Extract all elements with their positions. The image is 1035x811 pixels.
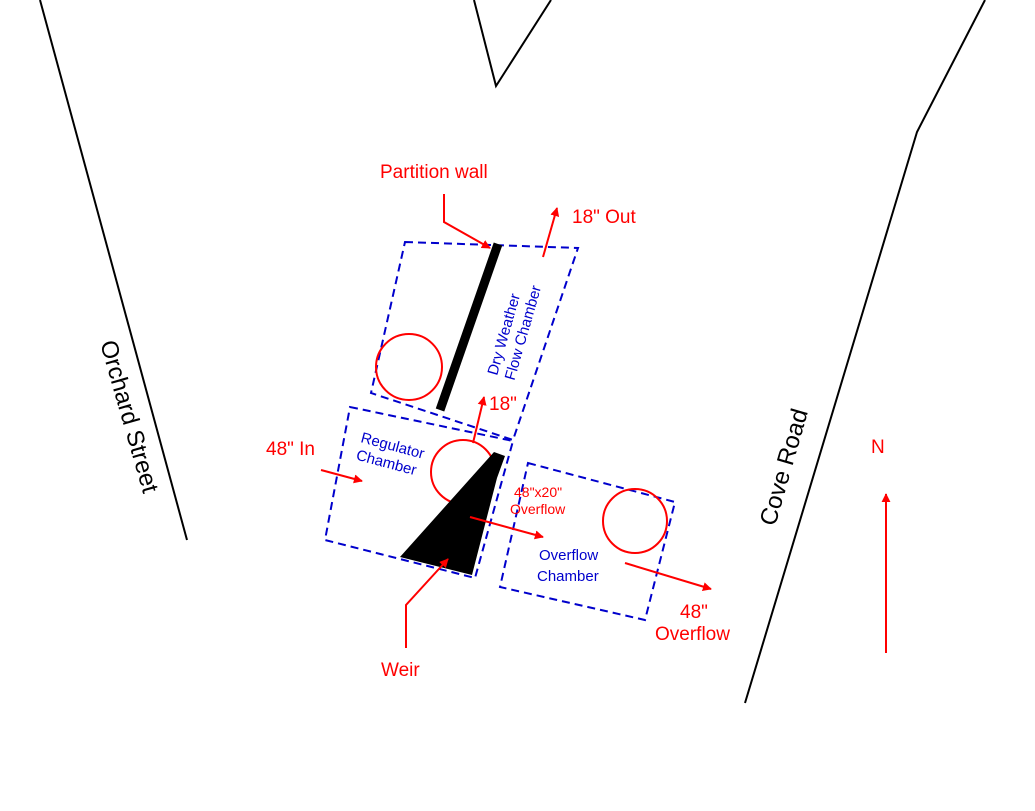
overflow-chamber-outline — [498, 461, 677, 622]
weir-opening-label: 48"x20" Overflow — [510, 484, 566, 517]
top-road-v — [473, 0, 552, 89]
weir-pointer — [405, 558, 449, 648]
weir-label: Weir — [381, 660, 420, 681]
pipe-18-arrow — [472, 396, 487, 444]
dry-weather-chamber-outline — [369, 240, 580, 442]
overflow-chamber-label: Overflow Chamber — [537, 547, 602, 585]
dry-weather-chamber-label: Dry Weather Flow Chamber — [485, 279, 546, 382]
overflow-manhole — [602, 488, 668, 554]
cove-road-line — [744, 0, 986, 704]
partition-wall — [435, 242, 503, 412]
partition-wall-pointer — [443, 194, 491, 249]
overflow-48-label: 48" Overflow — [655, 602, 730, 645]
regulator-chamber-label: Regulator Chamber — [354, 429, 430, 481]
overflow-48-arrow — [624, 562, 712, 591]
weir-opening-arrow — [469, 516, 544, 540]
in-48-label: 48" In — [266, 439, 315, 460]
orchard-street-line — [39, 0, 188, 541]
partition-wall-label: Partition wall — [380, 162, 488, 183]
cove-road-label: Cove Road — [755, 406, 814, 529]
north-label: N — [871, 437, 885, 458]
weir-structure — [400, 452, 505, 575]
out-18-label: 18" Out — [572, 207, 637, 228]
regulator-chamber-outline — [323, 405, 515, 580]
pipe-18-label: 18" — [489, 394, 517, 415]
out-18-arrow — [542, 207, 560, 258]
in-48-arrow — [320, 469, 363, 484]
dry-weather-manhole — [375, 333, 443, 401]
